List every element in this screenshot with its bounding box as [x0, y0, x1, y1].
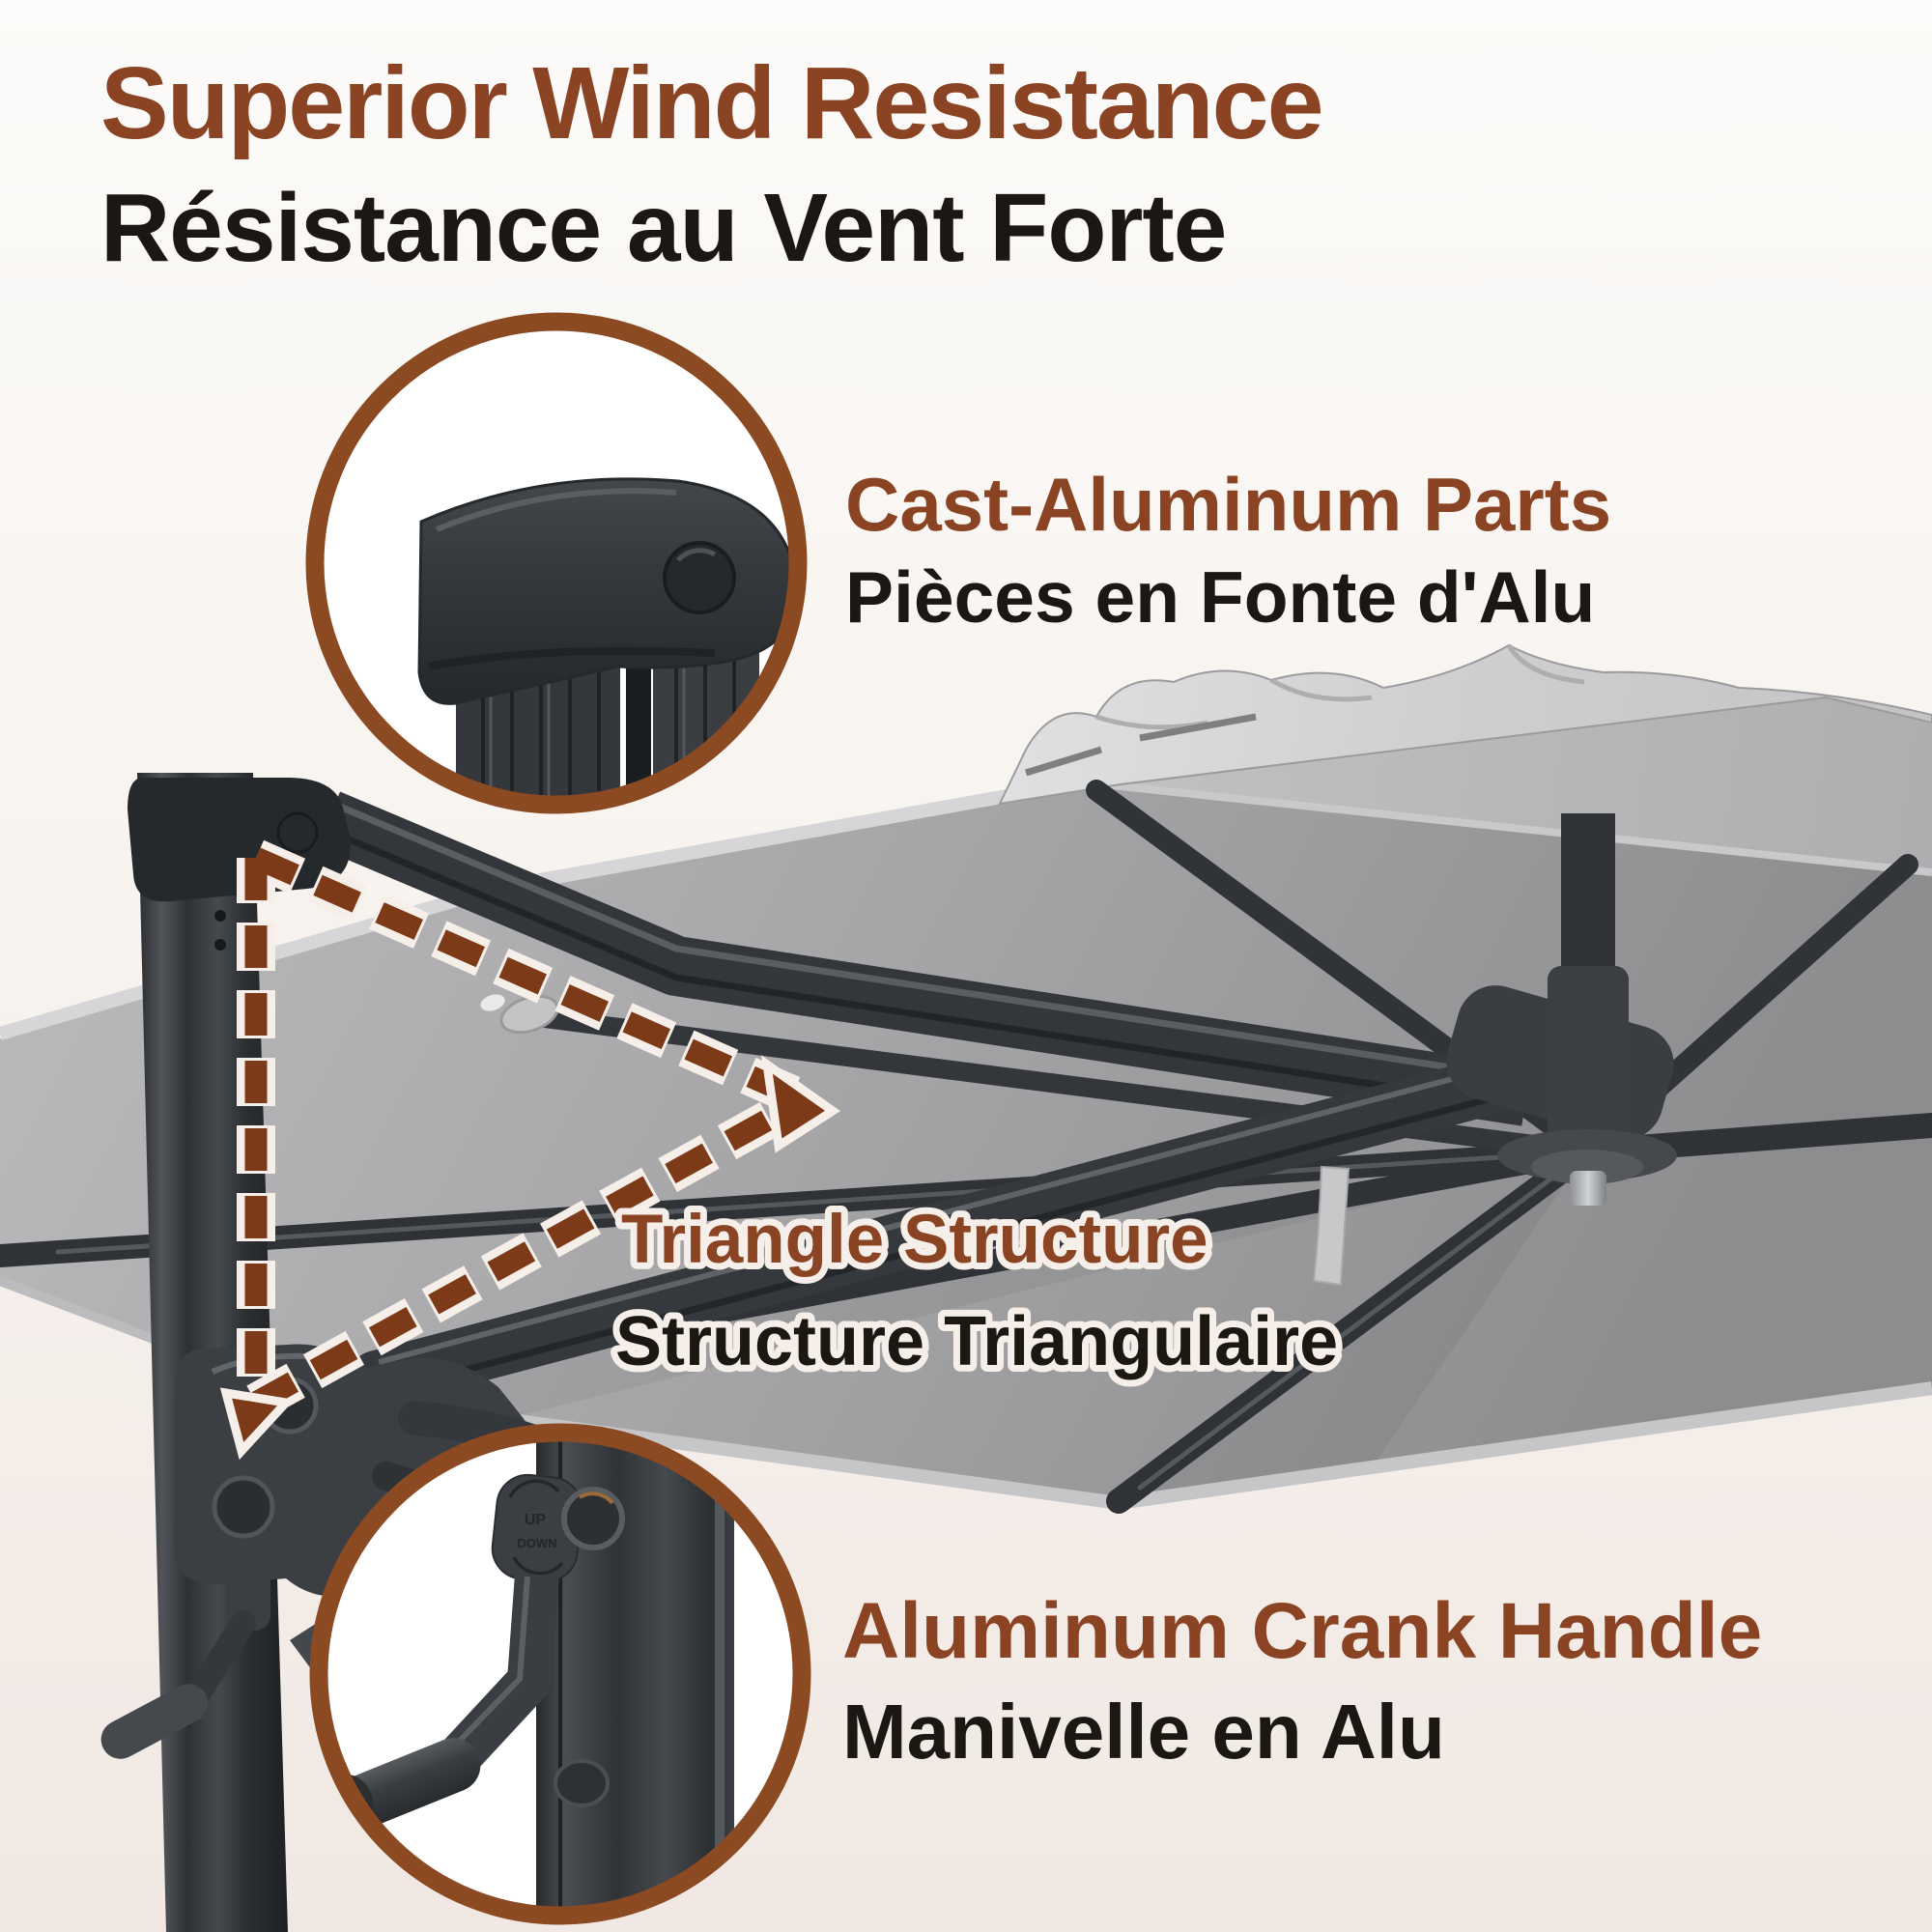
hub-finial: [1570, 1171, 1606, 1206]
cast-rivet-glint: [676, 548, 717, 562]
main-title-en: Superior Wind Resistance: [100, 46, 1324, 160]
crank-up-arrow: [508, 1479, 560, 1498]
crank-down-arrow: [512, 1556, 564, 1576]
strut-ridge: [378, 1092, 1503, 1397]
cast-aluminum-label-fr: Pièces en Fonte d'Alu: [845, 556, 1596, 638]
arm-highlight: [327, 798, 1527, 1083]
rib-end-clip: [480, 994, 505, 1011]
strut-bar: [348, 1051, 1541, 1408]
canopy-top-surface: [1111, 697, 1932, 874]
cast-cap-rivet: [663, 541, 736, 614]
support-strut: [348, 1051, 1541, 1408]
pole-hole: [214, 939, 226, 951]
magnifier-cast-aluminum: [305, 312, 808, 814]
crank-pivot-glint: [578, 1492, 614, 1505]
magnifier-crank-ring: [309, 1423, 811, 1925]
crank-grip-actual: [100, 1684, 209, 1759]
triangle-label-fr: Structure Triangulaire: [615, 1303, 1338, 1380]
crank-pivot: [561, 1487, 625, 1550]
pole-cap-rivet: [276, 811, 319, 854]
triangle-arrow-bottom: [219, 1387, 295, 1461]
rib-highlight: [1137, 1149, 1590, 1491]
cast-cap-ridge: [428, 646, 716, 670]
pole-cap-button: [554, 1759, 610, 1807]
triangle-annotation: [219, 839, 841, 1461]
pole-crank-actual: [100, 1561, 270, 1759]
triangle-dashes: [244, 847, 804, 1413]
crank-down-label: DOWN: [517, 1536, 556, 1550]
clamp-bolt: [212, 1475, 275, 1539]
wind-vent-flap: [998, 643, 1932, 806]
column-gap-shadow: [626, 653, 651, 797]
cast-cap: [417, 477, 790, 705]
arm-bar: [316, 791, 1531, 1126]
hub-plate-inner: [1531, 1150, 1643, 1184]
post-sleeve: [1548, 966, 1629, 1154]
canopy-tie-strap: [1312, 1165, 1350, 1287]
triangle-side-top: [251, 847, 803, 1108]
canopy-edge-seam: [1110, 781, 1932, 876]
cast-cap-highlight: [435, 488, 677, 532]
crank-arm: [440, 1573, 559, 1776]
strut-highlight: [378, 1062, 1508, 1365]
crank-label-en: Aluminum Crank Handle: [842, 1587, 1763, 1675]
hub-assembly: [1446, 813, 1677, 1206]
triangle-side-bottom: [250, 1093, 804, 1413]
cantilever-arm: [316, 791, 1531, 1126]
main-title-fr: Résistance au Vent Forte: [100, 174, 1227, 282]
vent-flap-shadow: [1024, 713, 1257, 777]
arm-ridge: [331, 829, 1518, 1110]
magnifier-cast-ring: [305, 312, 808, 814]
triangle-arrow-apex: [761, 1055, 841, 1153]
cast-aluminum-label-en: Cast-Aluminum Parts: [845, 462, 1612, 547]
pole-hole: [214, 910, 226, 922]
rib-end-cap: [499, 994, 559, 1035]
magnifier-crank: UP DOWN: [309, 1423, 811, 1925]
crank-up-label: UP: [525, 1512, 547, 1528]
crank-arm-highlight: [447, 1576, 530, 1753]
triangle-label-en: Triangle Structure: [621, 1202, 1208, 1278]
crank-label-fr: Manivelle en Alu: [842, 1689, 1445, 1775]
